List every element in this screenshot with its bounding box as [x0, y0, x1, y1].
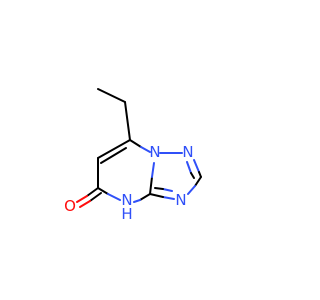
bond-c2-n3-n — [187, 185, 196, 195]
atom-n4-label: N — [121, 191, 132, 209]
bond-c5-n4-n — [107, 193, 121, 201]
bond-n3-c3a-c — [149, 193, 164, 198]
bond-n1-c2-n — [193, 159, 200, 173]
bond-c5-o-a — [86, 187, 99, 197]
bond-c7-c6 — [97, 139, 131, 159]
bond-c3a-n8a-c — [149, 176, 153, 195]
atom-n1-label: N — [182, 143, 193, 161]
bond-n4-c3a-c — [139, 193, 151, 201]
bond-c7-c6-inner — [100, 147, 127, 164]
bond-n3-c3a-n — [162, 196, 175, 200]
bond-n4-c3a-n — [133, 199, 141, 203]
bond-c5-n4 — [97, 187, 109, 195]
bond-c7-n8a-n — [140, 146, 151, 153]
molecule-structure: N N N N H O — [0, 0, 300, 300]
bond-c7-n8a-c — [129, 139, 142, 148]
bond-n1-c2-inner-n — [186, 161, 192, 174]
bond-n3-c3a-inner-c — [154, 187, 164, 190]
bond-c3a-n8a-n — [151, 162, 155, 178]
atom-oxygen-label: O — [64, 197, 76, 215]
atom-n4-hydrogen-label: H — [121, 205, 132, 223]
background — [0, 0, 300, 300]
bond-c5-o-b — [89, 192, 102, 202]
bond-c2-n3-c — [194, 176, 202, 187]
bond-c5-o-a-o — [76, 195, 88, 203]
atom-n3-label: N — [175, 191, 186, 209]
bond-ethyl-ch2 — [124, 101, 131, 141]
atom-n8a-label: N — [149, 143, 160, 161]
bond-c5-o-b-o — [79, 200, 91, 208]
bond-n1-c2-inner-c — [190, 172, 195, 179]
bond-n3-c3a-inner-n — [162, 188, 173, 192]
bond-ethyl-ch3 — [97, 88, 126, 103]
